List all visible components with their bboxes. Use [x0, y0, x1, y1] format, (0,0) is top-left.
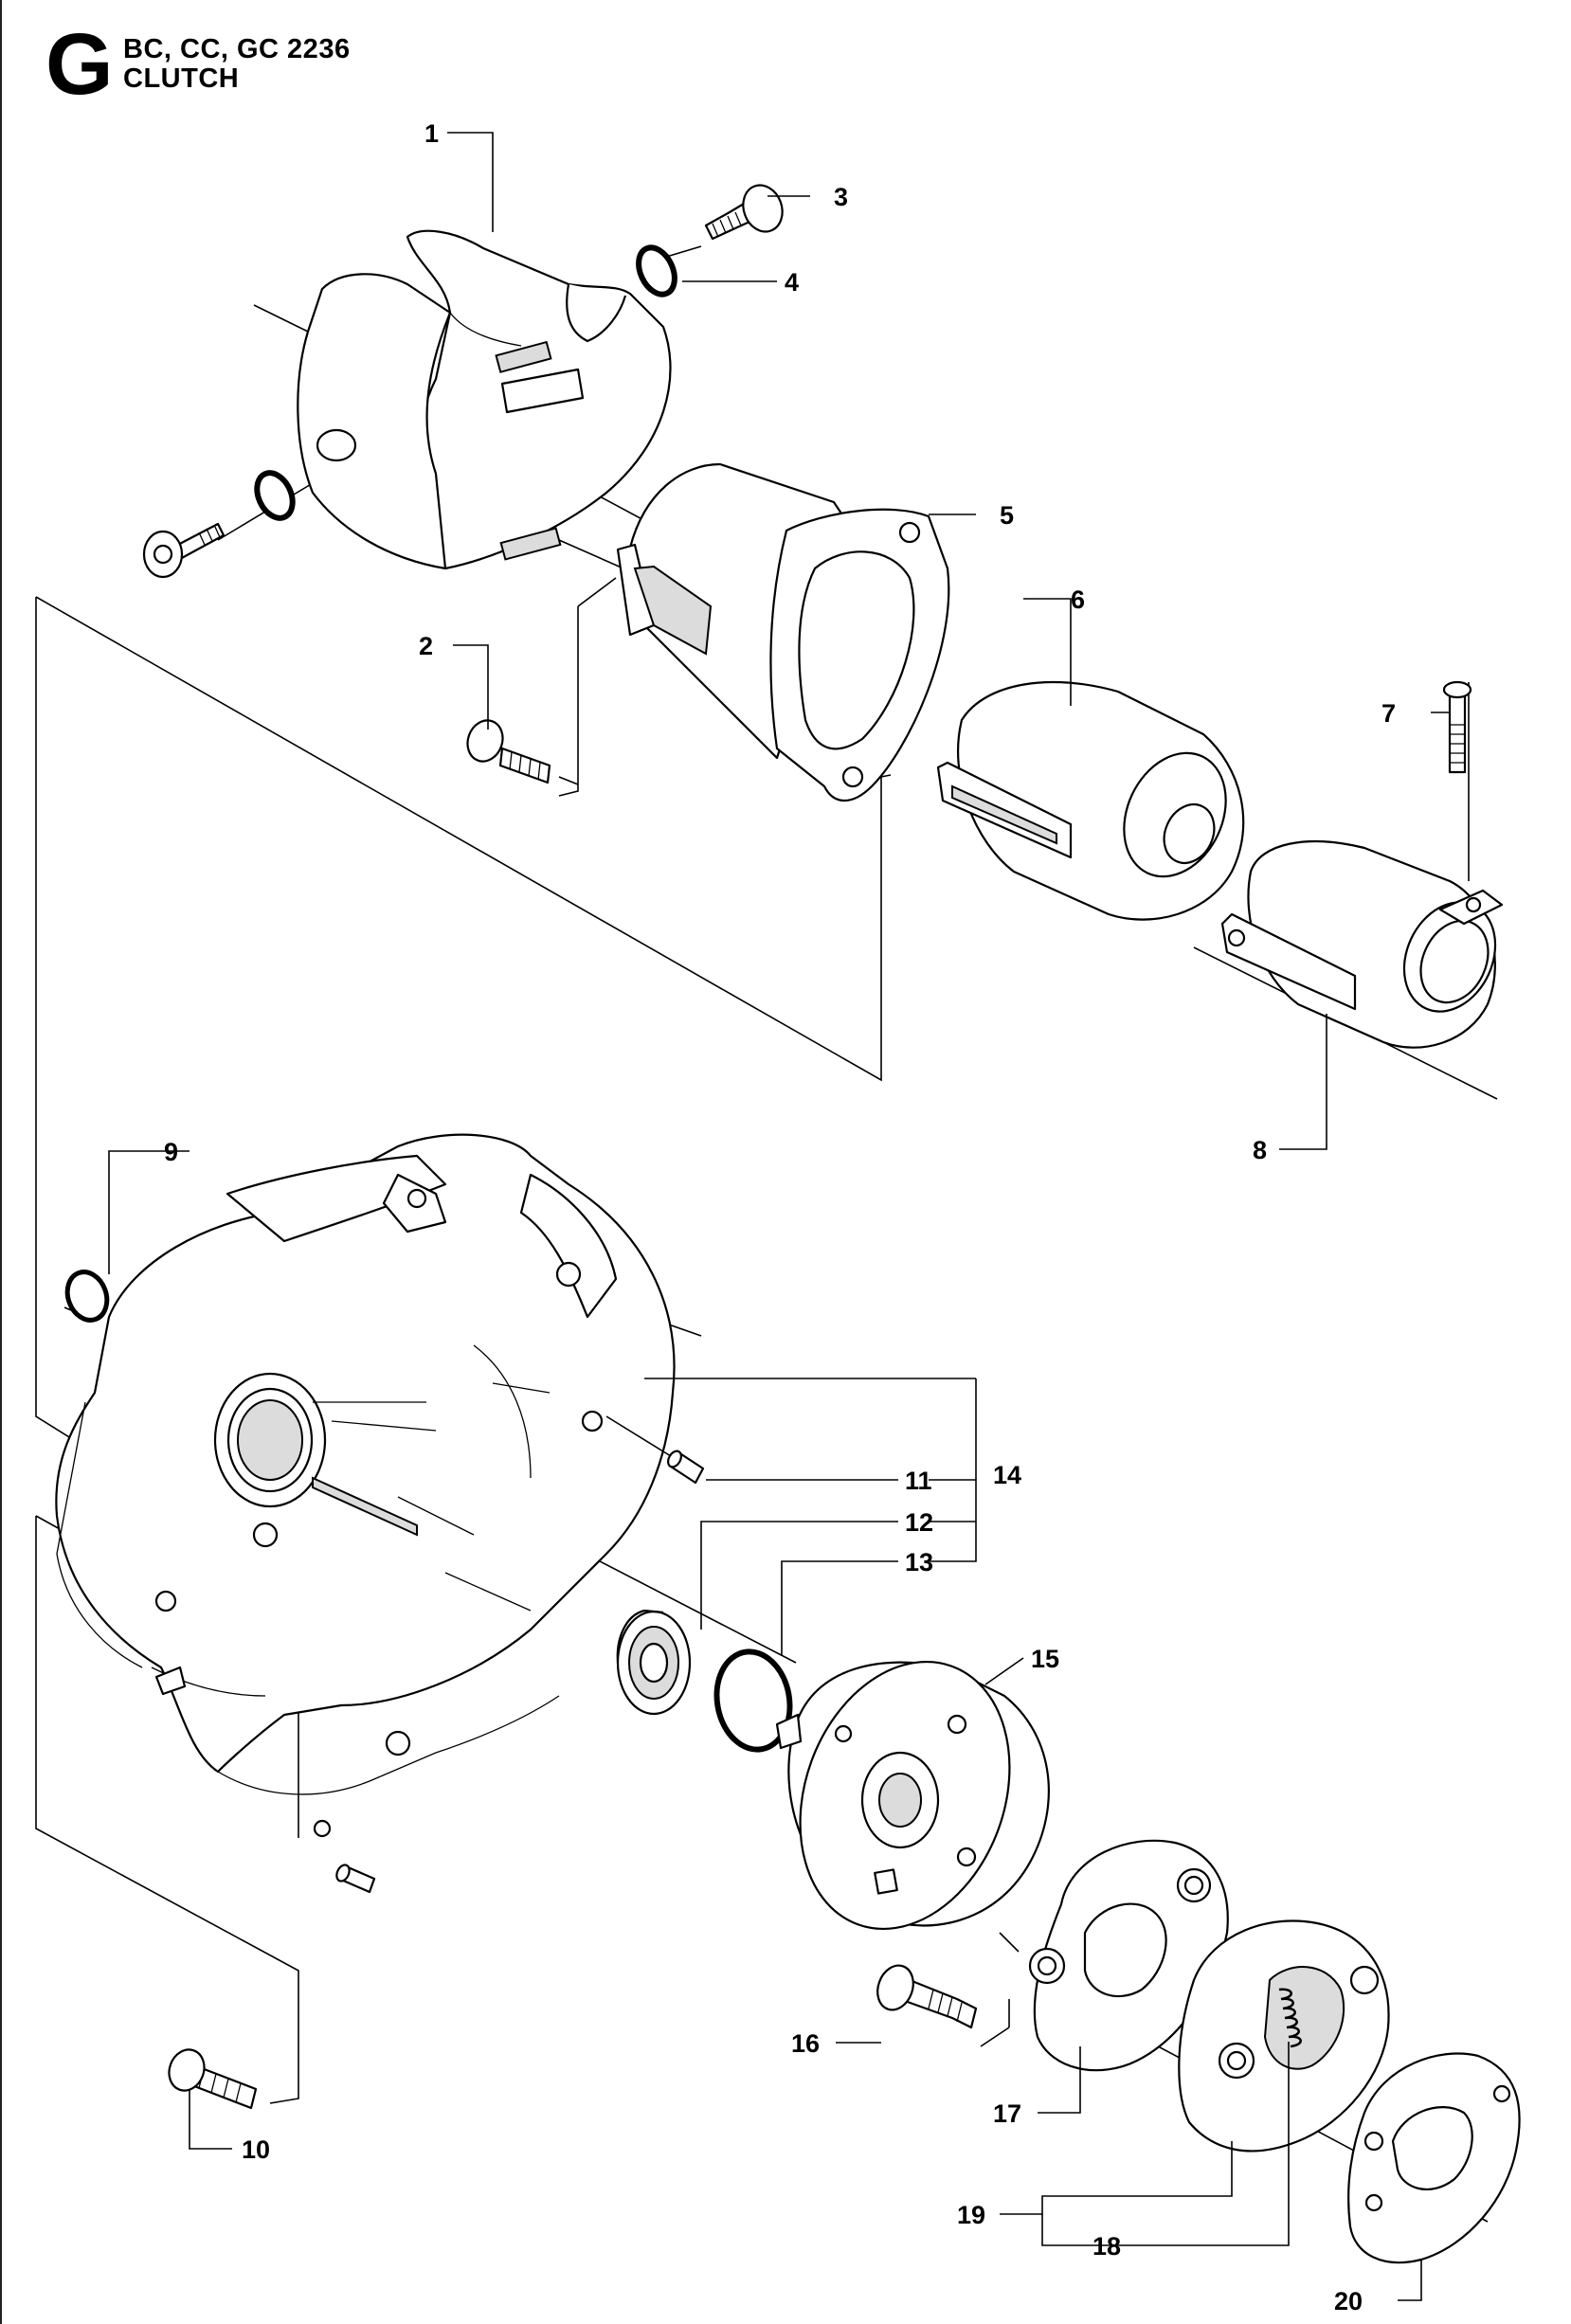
part-9-circlip [64, 1270, 110, 1323]
part-18-spring [1278, 1988, 1302, 2048]
part-3-screw [704, 184, 784, 241]
callout-14: 14 [993, 1461, 1021, 1489]
callout-8: 8 [1253, 1136, 1267, 1164]
model-line: BC, CC, GC 2236 [123, 34, 351, 64]
part-19-clutch-assembly [1178, 1919, 1390, 2153]
part-15-clutch-drum [775, 1660, 1050, 1931]
callout-3: 3 [834, 183, 848, 211]
part-4-o-ring [636, 244, 677, 297]
callout-19: 19 [957, 2201, 985, 2229]
callout-4: 4 [785, 268, 799, 297]
part-20-cover-plate [1347, 2052, 1521, 2264]
callout-16: 16 [791, 2029, 820, 2058]
callout-17: 17 [993, 2099, 1021, 2128]
section-letter: G [45, 16, 114, 113]
callout-2: 2 [419, 632, 433, 660]
part-1-cover [297, 229, 672, 570]
page-left-border [0, 0, 2, 2324]
part-8-clamp [1220, 840, 1504, 1049]
callout-9: 9 [164, 1138, 178, 1166]
callout-13: 13 [905, 1548, 933, 1576]
part-11-dowel-pin [605, 1415, 705, 1485]
part-7-bolt [1442, 680, 1472, 774]
callout-20: 20 [1334, 2287, 1363, 2315]
diagram-title: CLUTCH [123, 63, 240, 94]
callout-7: 7 [1381, 699, 1396, 728]
callout-labels: 1 3 4 5 2 6 7 8 9 11 14 12 13 15 16 17 1… [164, 119, 1396, 2315]
callout-1: 1 [424, 119, 439, 148]
part-5-housing [616, 462, 950, 802]
callout-5: 5 [1000, 501, 1014, 530]
callout-11: 11 [905, 1467, 932, 1495]
part-3-screw-lower [142, 522, 226, 579]
part-11-dowel-pin-lower [335, 1864, 376, 1894]
callout-12: 12 [905, 1508, 933, 1537]
callout-10: 10 [242, 2135, 270, 2164]
part-4-o-ring-lower [254, 470, 296, 521]
part-12-bearing [616, 1609, 692, 1716]
part-6-sleeve [936, 680, 1245, 921]
part-13-retaining-ring [713, 1648, 793, 1753]
part-10-screw [168, 2048, 258, 2110]
leader-lines [108, 132, 1450, 2301]
part-2-screw [466, 719, 551, 784]
part-16-shoulder-screw [876, 1964, 978, 2029]
callout-18: 18 [1092, 2232, 1121, 2261]
callout-6: 6 [1071, 586, 1085, 614]
callout-15: 15 [1031, 1645, 1059, 1673]
crankcase-housing [55, 1133, 676, 1838]
